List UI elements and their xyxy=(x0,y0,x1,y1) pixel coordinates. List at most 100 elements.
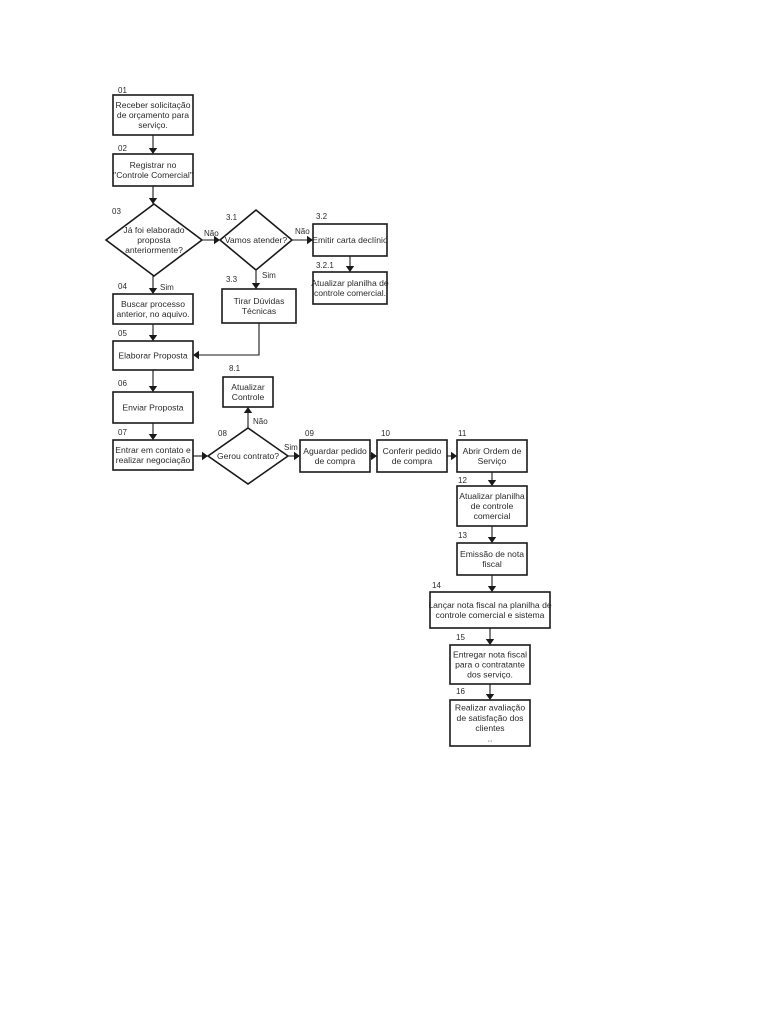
node-label-line: Lançar nota fiscal na planilha de xyxy=(428,600,551,610)
node-label-line: de compra xyxy=(392,456,433,466)
node-label-line: Abrir Ordem de xyxy=(463,446,522,456)
process-box xyxy=(112,391,194,424)
decision-diamond xyxy=(104,203,204,277)
node-label-line: "Controle Comercial" xyxy=(113,170,193,180)
node-label-line: Técnicas xyxy=(242,306,276,316)
process-box xyxy=(112,153,194,187)
node-label-line: Tirar Dúvidas xyxy=(234,296,285,306)
node-label-line: Receber solicitação xyxy=(116,100,191,110)
connector-31-33-arrowhead xyxy=(251,283,261,289)
node-label-line: anterior, no aquivo. xyxy=(116,309,189,319)
step-number: 08 xyxy=(218,429,227,438)
process-box xyxy=(449,699,531,747)
connector-31-32-arrowhead xyxy=(307,235,313,245)
node-label-line: Serviço xyxy=(478,456,507,466)
node-label-line: Já foi elaborado xyxy=(123,225,184,235)
process-box xyxy=(112,340,194,371)
node-label-line: de compra xyxy=(315,456,356,466)
node-label-line: Aguardar pedido xyxy=(303,446,367,456)
node-label-line: de orçamento para xyxy=(117,110,189,120)
node-label-line: Atualizar planilha de xyxy=(311,278,389,288)
node-label-line: serviço. xyxy=(138,120,168,130)
node-label-line: Gerou contrato? xyxy=(217,451,279,461)
node-label-line: Controle xyxy=(232,392,265,402)
connector-05-06-arrowhead xyxy=(148,386,158,392)
step-number: 01 xyxy=(118,86,127,95)
step-number: 07 xyxy=(118,428,127,437)
node-label-line: Registrar no xyxy=(130,160,177,170)
step-number: 14 xyxy=(432,581,441,590)
node-label-line: Atualizar planilha xyxy=(459,491,525,501)
step-number: 13 xyxy=(458,531,467,540)
step-number: 10 xyxy=(381,429,390,438)
node-label-line: dos serviço. xyxy=(467,670,513,680)
connector-03-04-arrowhead xyxy=(148,288,158,294)
branch-label-nao-08: Não xyxy=(253,417,268,426)
connector-03-31-arrowhead xyxy=(214,235,220,245)
process-box xyxy=(449,644,531,685)
step-number: 02 xyxy=(118,144,127,153)
connector-07-08-arrowhead xyxy=(202,451,208,461)
step-number: 03 xyxy=(112,207,121,216)
step-number: 8.1 xyxy=(229,364,241,373)
connector-10-11-arrowhead xyxy=(451,451,457,461)
branch-label-sim-31: Sim xyxy=(262,271,276,280)
node-label-line: comercial xyxy=(474,511,511,521)
node-label-line: para o contratante xyxy=(455,660,525,670)
process-box xyxy=(112,439,194,471)
node-label-line: Buscar processo xyxy=(121,299,185,309)
step-number: 06 xyxy=(118,379,127,388)
process-box xyxy=(221,288,297,324)
node-label-line: Emitir carta declínio xyxy=(312,235,388,245)
connector-13-14-arrowhead xyxy=(487,586,497,592)
node-label-line: Realizar avaliação xyxy=(455,703,525,713)
process-box xyxy=(456,439,528,473)
step-number: 3.2.1 xyxy=(316,261,334,270)
process-box xyxy=(112,94,194,136)
node-label-line: controle comercial e sistema xyxy=(436,610,545,620)
process-box xyxy=(312,223,388,257)
node-label-line: Emissão de nota xyxy=(460,549,524,559)
connector-15-16-arrowhead xyxy=(485,694,495,700)
step-number: 3.2 xyxy=(316,212,328,221)
process-box xyxy=(112,293,194,325)
process-box xyxy=(456,485,528,527)
node-label-line: Conferir pedido xyxy=(383,446,442,456)
step-number: 3.1 xyxy=(226,213,238,222)
node-label-line: Entrar em contato e xyxy=(115,445,191,455)
node-label-line: de controle xyxy=(471,501,514,511)
process-box xyxy=(376,439,448,473)
node-label-line: fiscal xyxy=(482,559,502,569)
connector-08-09-arrowhead xyxy=(294,451,300,461)
connector-14-15-arrowhead xyxy=(485,639,495,645)
step-number: 11 xyxy=(458,429,467,438)
connectors xyxy=(148,135,497,700)
connector-04-05-arrowhead xyxy=(148,335,158,341)
process-box xyxy=(312,271,388,305)
branch-label-nao-31: Não xyxy=(295,227,310,236)
decision-diamond xyxy=(206,427,290,485)
node-label-line: proposta xyxy=(137,235,171,245)
process-box xyxy=(456,542,528,576)
node-label-line: Elaborar Proposta xyxy=(118,351,187,361)
node-label-line: de satisfação dos xyxy=(457,713,524,723)
node-label-line: Entregar nota fiscal xyxy=(453,649,527,659)
